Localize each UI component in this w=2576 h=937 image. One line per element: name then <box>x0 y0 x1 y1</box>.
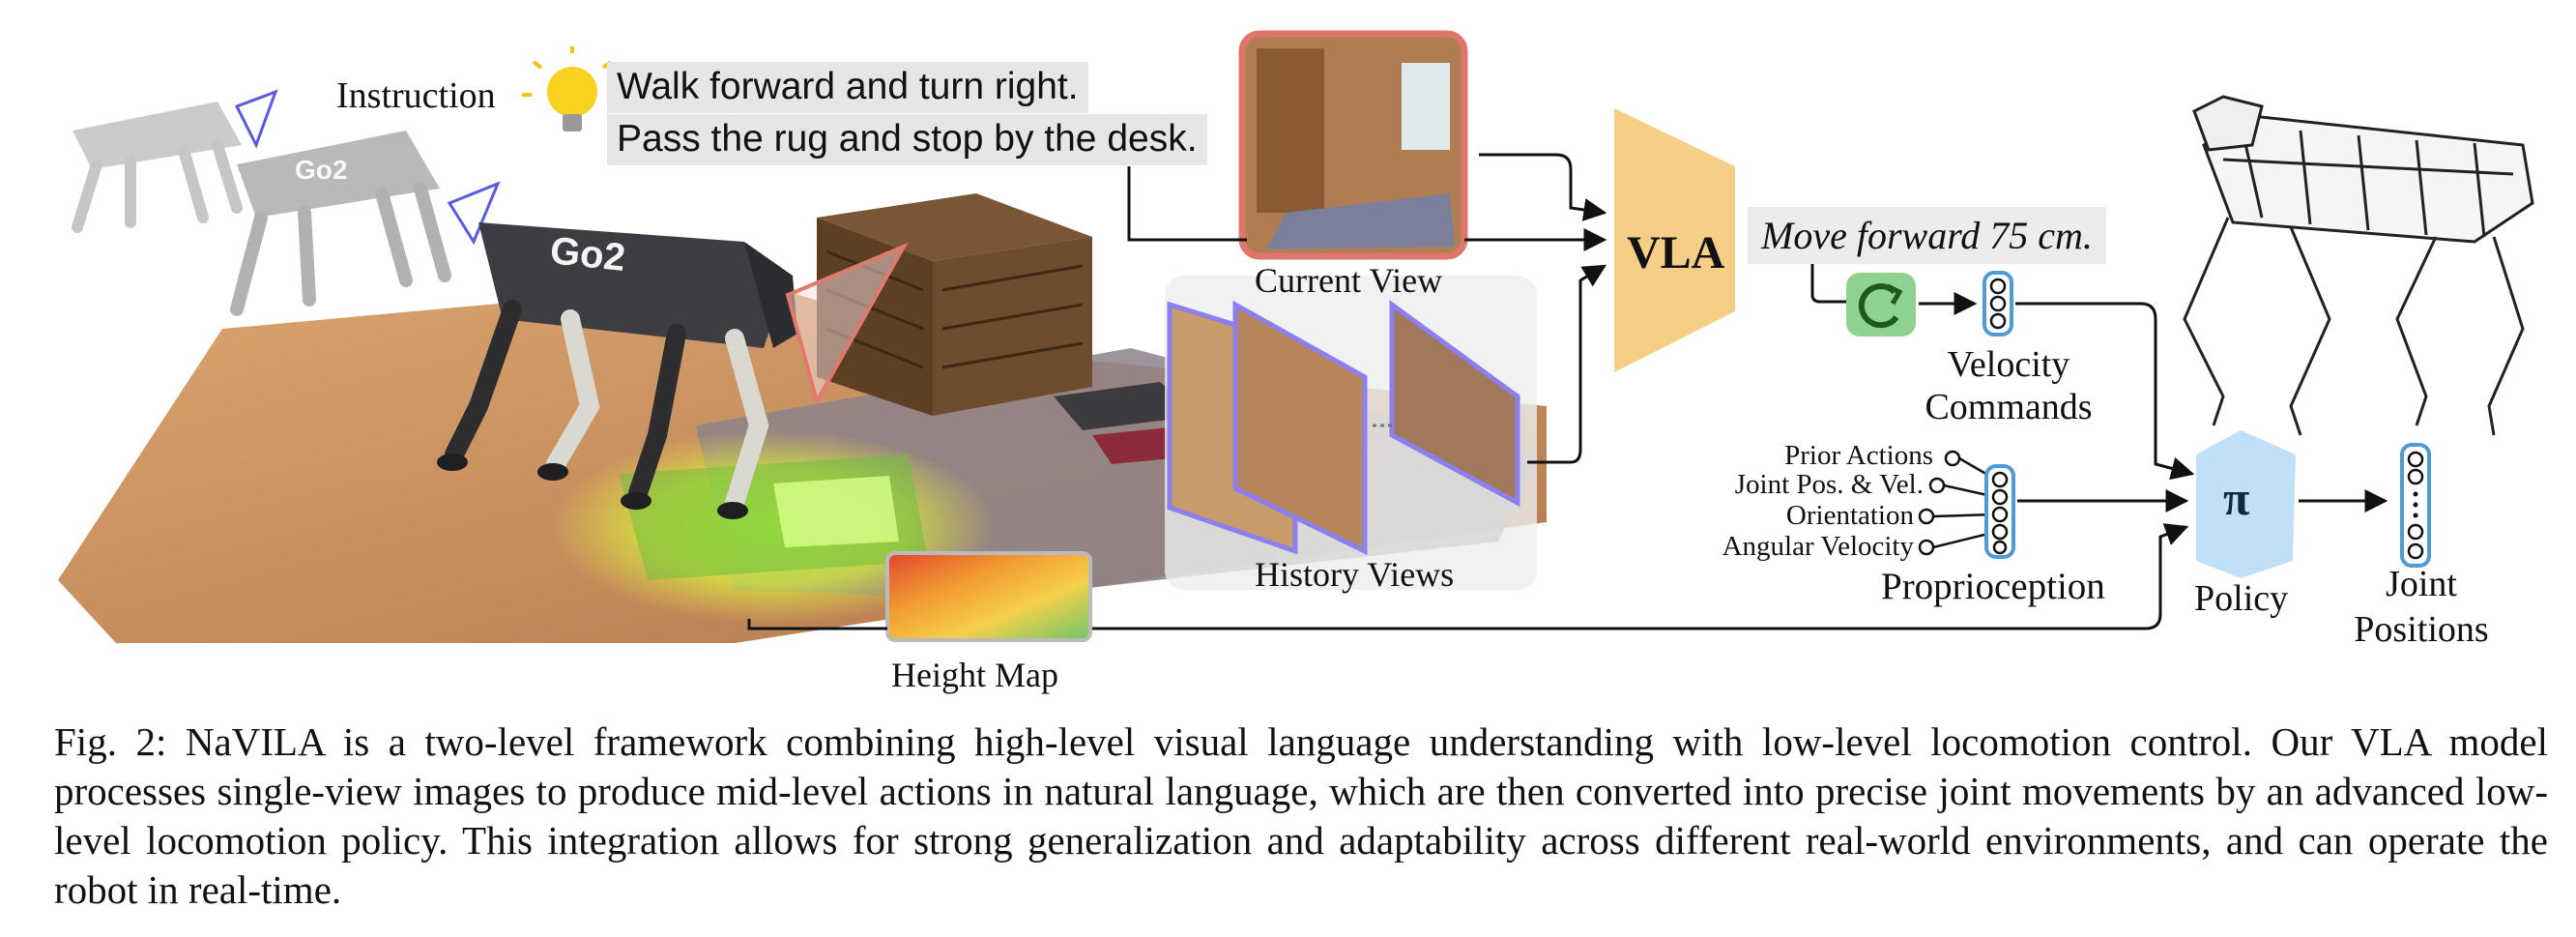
velocity-vector <box>1983 271 2013 337</box>
instruction-line-1: Walk forward and turn right. <box>607 62 1088 113</box>
vla-block <box>1614 108 1735 372</box>
proprio-input-joint-pos-vel: Joint Pos. & Vel. <box>1734 469 1924 500</box>
current-view-label: Current View <box>1255 261 1443 300</box>
robot-ghost-2: Go2 <box>230 131 451 316</box>
basket <box>817 193 1092 416</box>
policy-symbol: π <box>2223 471 2250 525</box>
instruction-label: Instruction <box>336 75 496 116</box>
robot-label: Go2 <box>548 229 627 279</box>
proprioception-label: Proprioception <box>1881 566 2105 607</box>
policy-label: Policy <box>2194 578 2289 619</box>
joint-positions-vector <box>2400 443 2431 568</box>
policy-block <box>2196 430 2296 578</box>
proprioception-connectors <box>1918 450 1997 556</box>
robot-go2: Go2 <box>437 222 797 519</box>
joint-label-line-2: Positions <box>2354 609 2489 650</box>
heightmap-to-policy-arrow <box>747 527 2186 630</box>
current-view-image <box>1238 30 1468 260</box>
instruction-line-2: Pass the rug and stop by the desk. <box>607 114 1207 165</box>
history-view-2 <box>1232 300 1368 555</box>
svg-text:Go2: Go2 <box>295 155 347 185</box>
vla-label: VLA <box>1627 227 1725 278</box>
camera-frustum-ghost-1 <box>234 89 278 149</box>
refresh-icon <box>1846 273 1916 337</box>
robot-wireframe <box>2183 95 2534 436</box>
proprio-input-angular-velocity: Angular Velocity <box>1722 531 1914 562</box>
history-to-vla-arrow <box>1527 264 1607 464</box>
joint-label-line-1: Joint <box>2386 564 2457 604</box>
mid-level-action: Move forward 75 cm. <box>1748 207 2106 264</box>
diagram-canvas: Go2 Go2 <box>58 30 2534 643</box>
proprio-input-orientation: Orientation <box>1785 500 1914 531</box>
robot-ghost-1 <box>72 102 243 233</box>
velocity-label-line-1: Velocity <box>1947 344 2070 385</box>
camera-frustum <box>785 242 909 407</box>
vla-to-controller-arrow <box>1810 259 1846 304</box>
velocity-to-policy-arrow <box>2015 302 2195 481</box>
lightbulb-icon <box>522 46 622 132</box>
instruction-to-vla-arrow <box>1127 166 1607 251</box>
history-view-3 <box>1389 300 1520 508</box>
proprioception-vector <box>1984 464 2015 559</box>
velocity-label-line-2: Commands <box>1925 387 2093 427</box>
camera-frustum-ghost-2 <box>447 181 501 246</box>
proprio-input-prior-actions: Prior Actions <box>1784 440 1933 471</box>
figure-caption: Fig. 2: NaVILA is a two-level framework … <box>54 719 2548 912</box>
current-view-to-vla-arrow <box>1479 153 1607 221</box>
height-map <box>885 551 1092 642</box>
history-views-label: History Views <box>1255 555 1455 594</box>
height-map-label: Height Map <box>891 656 1058 694</box>
